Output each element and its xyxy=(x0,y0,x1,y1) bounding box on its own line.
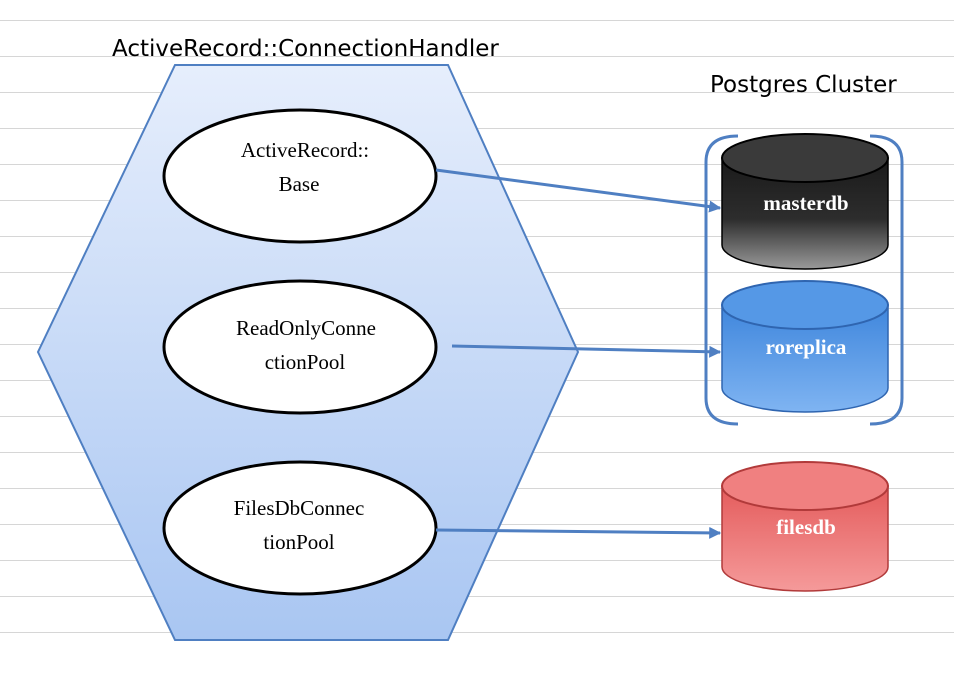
pool-read-only-connection-pool: ReadOnlyConne ctionPool xyxy=(162,279,438,415)
database-label: masterdb xyxy=(763,191,848,215)
database-filesdb: filesdb xyxy=(721,461,889,592)
arrow-base-to-masterdb xyxy=(435,168,722,213)
arrow-filesdb-to-filesdb xyxy=(435,526,722,539)
database-masterdb: masterdb xyxy=(721,133,889,270)
pool-files-db-connection-pool: FilesDbConnec tionPool xyxy=(162,460,438,596)
database-label: filesdb xyxy=(776,515,836,539)
pool-active-record-base: ActiveRecord:: Base xyxy=(162,108,438,244)
pool-label-line1: ActiveRecord:: xyxy=(241,138,369,162)
arrow-readonly-to-roreplica xyxy=(451,344,722,358)
pool-label-line1: ReadOnlyConne xyxy=(236,316,376,340)
pool-label-line1: FilesDbConnec xyxy=(234,496,365,520)
cluster-bracket-right xyxy=(869,134,904,426)
pool-label-line2: Base xyxy=(279,172,320,196)
pool-label-line2: ctionPool xyxy=(265,350,346,374)
cluster-bracket-left xyxy=(704,134,739,426)
postgres-cluster-title: Postgres Cluster xyxy=(710,72,897,98)
pool-label-line2: tionPool xyxy=(263,530,334,554)
database-roreplica: roreplica xyxy=(721,280,889,413)
connection-handler-title: ActiveRecord::ConnectionHandler xyxy=(112,36,499,62)
database-label: roreplica xyxy=(766,335,847,359)
